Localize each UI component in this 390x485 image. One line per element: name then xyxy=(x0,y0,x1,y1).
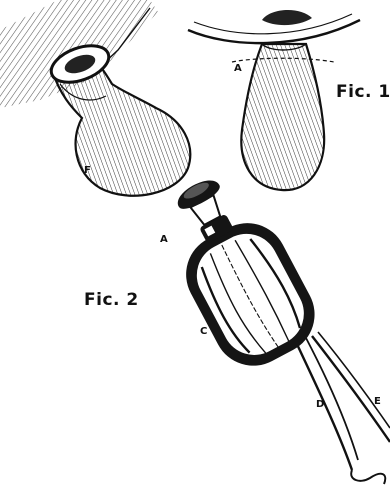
fig2-label-a: A xyxy=(160,235,168,245)
fig2-label-e: E xyxy=(374,397,381,407)
fig2-apparatus xyxy=(147,161,390,484)
fig2-label-c: C xyxy=(200,327,207,337)
fig1-right-sac xyxy=(188,10,360,190)
fig1-caption: Fic. 1 xyxy=(336,84,390,101)
fig1-left-sac xyxy=(0,0,190,196)
fig1-label-a: A xyxy=(234,64,242,74)
fig2-caption: Fic. 2 xyxy=(84,292,139,309)
fig1-label-f: F xyxy=(84,166,91,176)
fig2-label-d: D xyxy=(316,400,324,410)
